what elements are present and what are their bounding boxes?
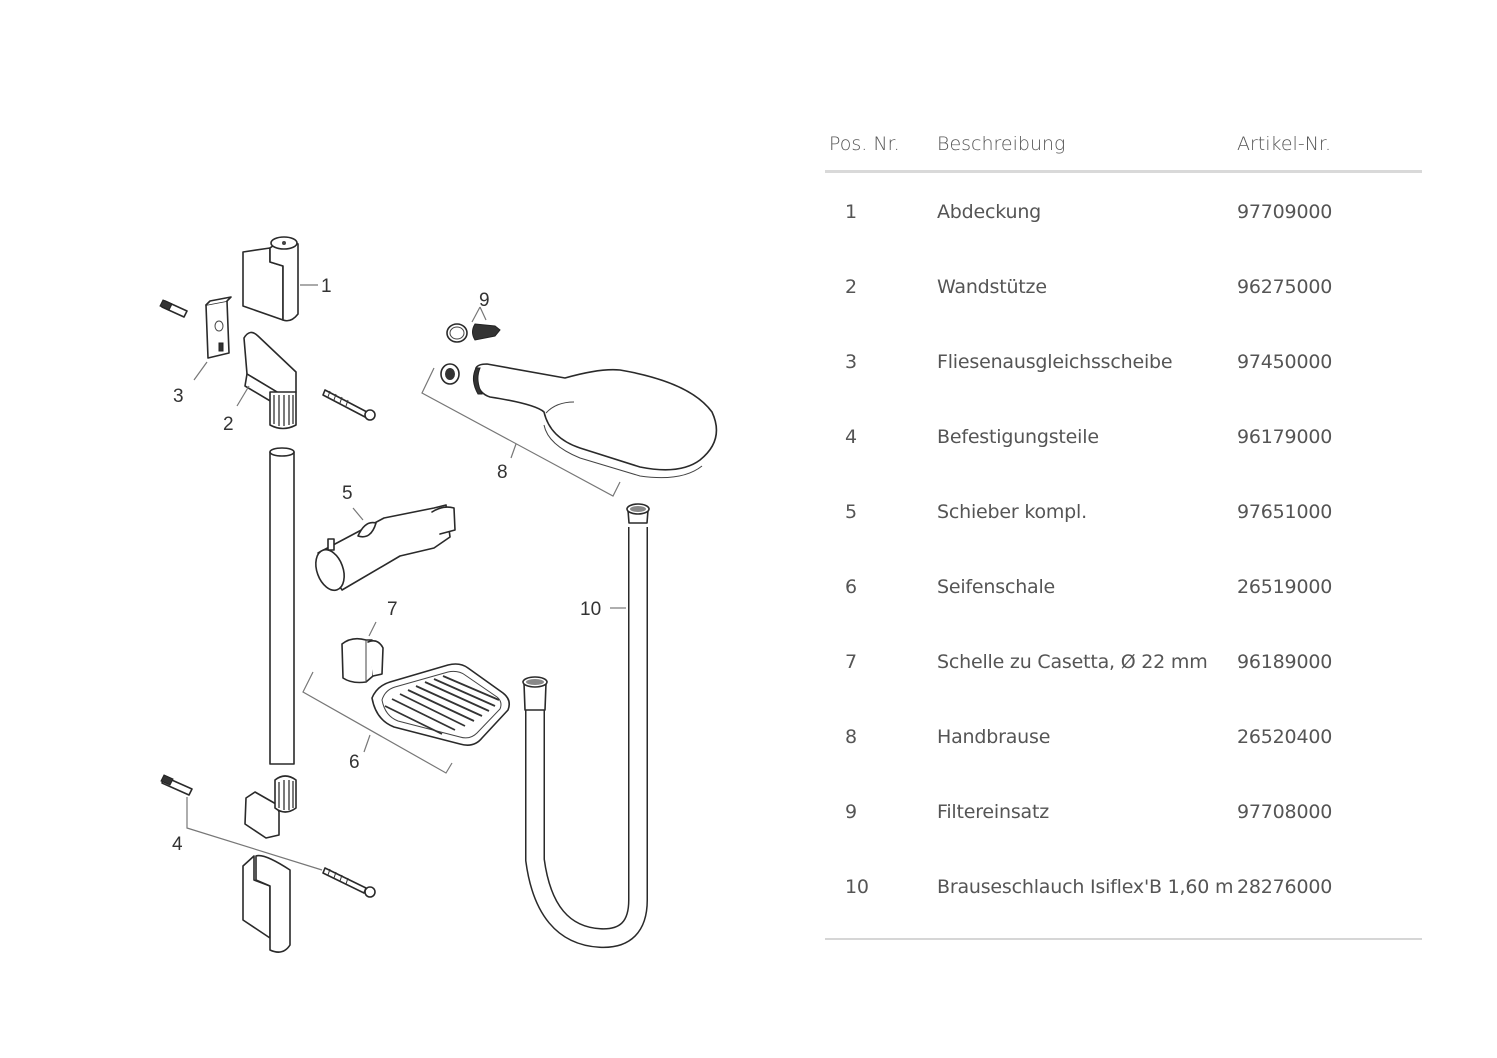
callout-9: 9 [479,290,490,311]
callout-5: 5 [342,483,353,504]
cell-pos: 4 [845,425,857,448]
header-pos-nr: Pos. Nr. [829,133,900,155]
parts-table: Pos. Nr. Beschreibung Artikel-Nr. 1 Abdec… [825,118,1422,940]
part-screw-top [322,389,376,421]
cell-art: 28276000 [1237,875,1333,898]
part-clamp [341,621,384,684]
cell-desc: Wandstütze [937,275,1047,298]
table-row: 1 Abdeckung 97709000 [825,174,1422,249]
table-row: 3 Fliesenausgleichsscheibe 97450000 [825,324,1422,399]
callout-8: 8 [497,462,508,483]
callout-1: 1 [321,276,332,297]
part-shower-hose [522,503,650,949]
cell-desc: Seifenschale [937,575,1056,598]
callout-2: 2 [223,414,234,435]
table-bottom-divider [825,938,1422,940]
cell-art: 96189000 [1237,650,1333,673]
part-hand-shower [421,363,718,497]
callout-6: 6 [349,752,360,773]
table-row: 5 Schieber kompl. 97651000 [825,474,1422,549]
cell-desc: Fliesenausgleichsscheibe [937,350,1173,373]
part-wall-bracket-top [236,331,297,430]
table-row: 7 Schelle zu Casetta, Ø 22 mm 96189000 [825,624,1422,699]
exploded-parts-diagram: 1 2 3 4 5 6 7 8 9 10 [159,236,718,953]
cell-desc: Schelle zu Casetta, Ø 22 mm [937,650,1208,673]
cell-art: 97651000 [1237,500,1333,523]
part-tile-spacer [193,296,232,381]
cell-pos: 9 [845,800,857,823]
part-filter-insert [446,306,501,343]
cell-desc: Schieber kompl. [937,500,1087,523]
cell-art: 96179000 [1237,425,1333,448]
cell-desc: Brauseschlauch Isiflex'B 1,60 m [937,875,1234,898]
part-cover-cap [242,236,318,322]
callout-4: 4 [172,834,183,855]
cell-pos: 8 [845,725,857,748]
cell-pos: 6 [845,575,857,598]
table-row: 8 Handbrause 26520400 [825,699,1422,774]
callout-7: 7 [387,599,398,620]
callout-3: 3 [173,386,184,407]
cell-art: 97708000 [1237,800,1333,823]
cell-art: 97450000 [1237,350,1333,373]
table-row: 9 Filtereinsatz 97708000 [825,774,1422,849]
cell-desc: Befestigungsteile [937,425,1099,448]
cell-pos: 7 [845,650,857,673]
cell-art: 26520400 [1237,725,1333,748]
cell-art: 26519000 [1237,575,1333,598]
table-row: 6 Seifenschale 26519000 [825,549,1422,624]
cell-desc: Abdeckung [937,200,1042,223]
part-slider [315,504,456,592]
table-row: 2 Wandstütze 96275000 [825,249,1422,324]
header-divider [825,170,1422,173]
part-wall-bracket-bottom [242,775,297,953]
part-fixing-set [160,774,376,898]
cell-pos: 3 [845,350,857,373]
cell-pos: 1 [845,200,857,223]
cell-desc: Handbrause [937,725,1051,748]
header-beschreibung: Beschreibung [937,133,1066,155]
cell-pos: 10 [845,875,869,898]
header-artikel-nr: Artikel-Nr. [1237,133,1332,155]
cell-art: 97709000 [1237,200,1333,223]
cell-pos: 5 [845,500,857,523]
callout-10: 10 [580,599,601,620]
table-header: Pos. Nr. Beschreibung Artikel-Nr. [825,118,1422,170]
part-rail [269,447,295,765]
table-body: 1 Abdeckung 97709000 2 Wandstütze 96275000 3… [825,173,1422,924]
part-soap-dish [302,663,510,774]
cell-art: 96275000 [1237,275,1333,298]
part-dowel-top [159,299,188,318]
cell-desc: Filtereinsatz [937,800,1050,823]
table-row: 4 Befestigungsteile 96179000 [825,399,1422,474]
cell-pos: 2 [845,275,857,298]
